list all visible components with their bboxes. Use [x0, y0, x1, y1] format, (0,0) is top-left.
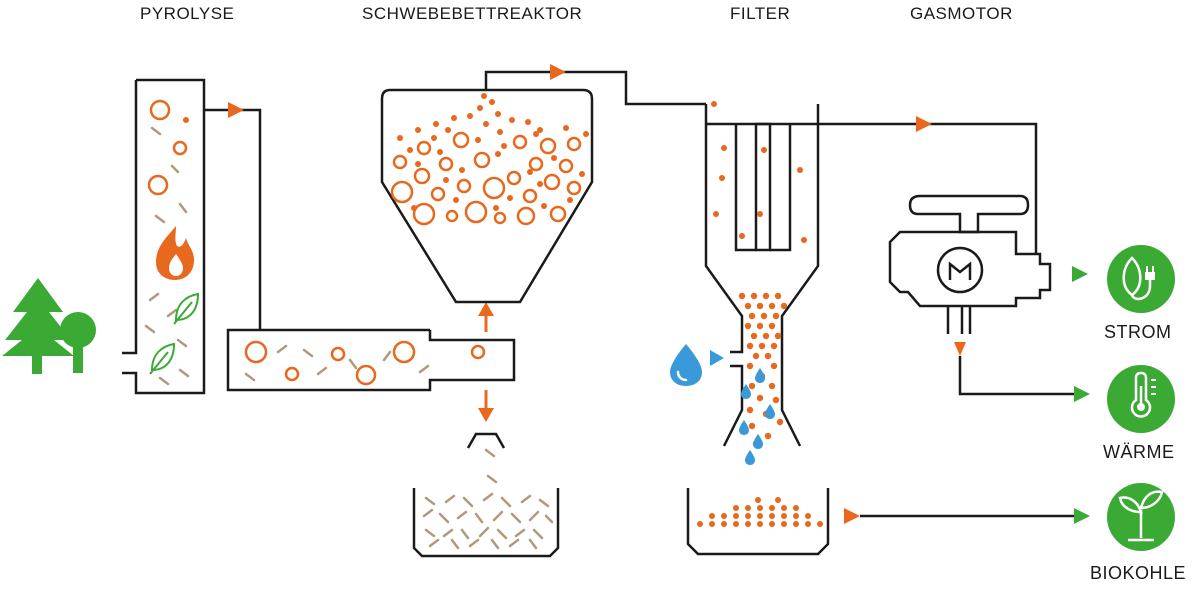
pipe-reactor-to-filter: [484, 70, 706, 106]
power-output-icon: [1107, 245, 1175, 313]
output-label-power: STROM: [1104, 322, 1172, 342]
flow-arrow: [550, 64, 566, 80]
output-label-heat: WÄRME: [1103, 442, 1175, 462]
sprout-icon: [1107, 483, 1175, 551]
reactor-dots: [397, 93, 589, 211]
auger-particles: [244, 340, 486, 386]
auger-tube: [226, 328, 516, 392]
leaf-icon: [173, 292, 200, 325]
pyrolysis-column: [122, 78, 206, 395]
water-drops: [739, 368, 775, 465]
flow-arrow: [1074, 508, 1090, 524]
chips-tray: [412, 488, 560, 558]
reactor-particles: [390, 131, 582, 226]
pyrolysis-particles: [144, 99, 190, 386]
flow-arrow: [1074, 386, 1090, 402]
flow-arrow: [478, 390, 494, 422]
stage-label-pyrolyse: PYROLYSE: [140, 4, 235, 23]
leaf-icon: [149, 342, 176, 375]
flow-arrow: [228, 102, 244, 118]
filter-dots: [711, 101, 807, 243]
flow-arrow: [844, 508, 860, 524]
flow-arrow: [478, 302, 494, 332]
discharge-nozzle: [466, 432, 506, 449]
pipe-pyrolysis-out: [204, 108, 262, 330]
flow-arrow: [954, 342, 966, 356]
pipe-filter-to-engine: [818, 122, 1038, 254]
falling-chips: [484, 448, 498, 484]
trees-icon: [2, 278, 96, 374]
flow-arrow: [916, 116, 932, 132]
stage-label-filter: FILTER: [730, 4, 791, 23]
output-label-biochar: BIOKOHLE: [1090, 563, 1187, 583]
biochar-tray: [686, 488, 830, 556]
filter-vessel: [704, 104, 820, 447]
pipe-heat-out: [958, 356, 1078, 396]
thermometer-icon: [1107, 365, 1175, 433]
flame-icon: [156, 226, 194, 280]
biochar-dots: [697, 497, 823, 527]
water-inlet-icon: [670, 344, 724, 386]
flow-arrow: [1072, 266, 1088, 282]
wood-chips: [422, 492, 554, 550]
stage-label-engine: GASMOTOR: [910, 4, 1013, 23]
stage-label-reactor: SCHWEBEBETTREAKTOR: [362, 4, 583, 23]
reactor-vessel: [380, 88, 594, 304]
gas-engine-icon: [888, 194, 1052, 334]
